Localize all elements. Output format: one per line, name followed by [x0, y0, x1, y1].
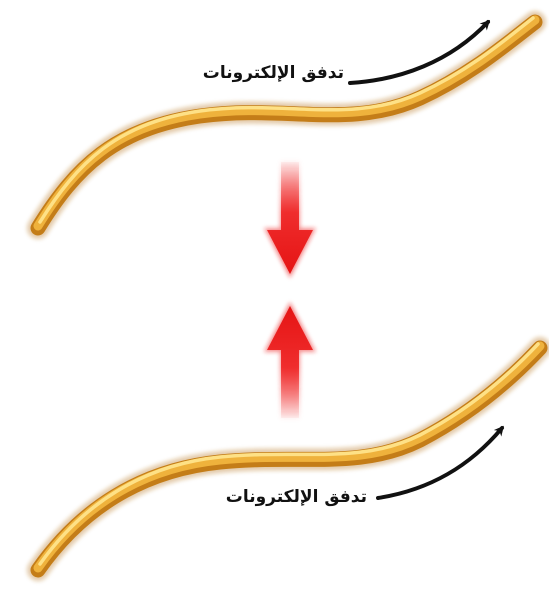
red-arrow-down-icon [264, 160, 316, 278]
electron-flow-label-bottom: تدفق الإلكترونات [226, 487, 367, 507]
electron-flow-label-top: تدفق الإلكترونات [203, 63, 344, 83]
red-arrow-up-icon [264, 302, 316, 420]
